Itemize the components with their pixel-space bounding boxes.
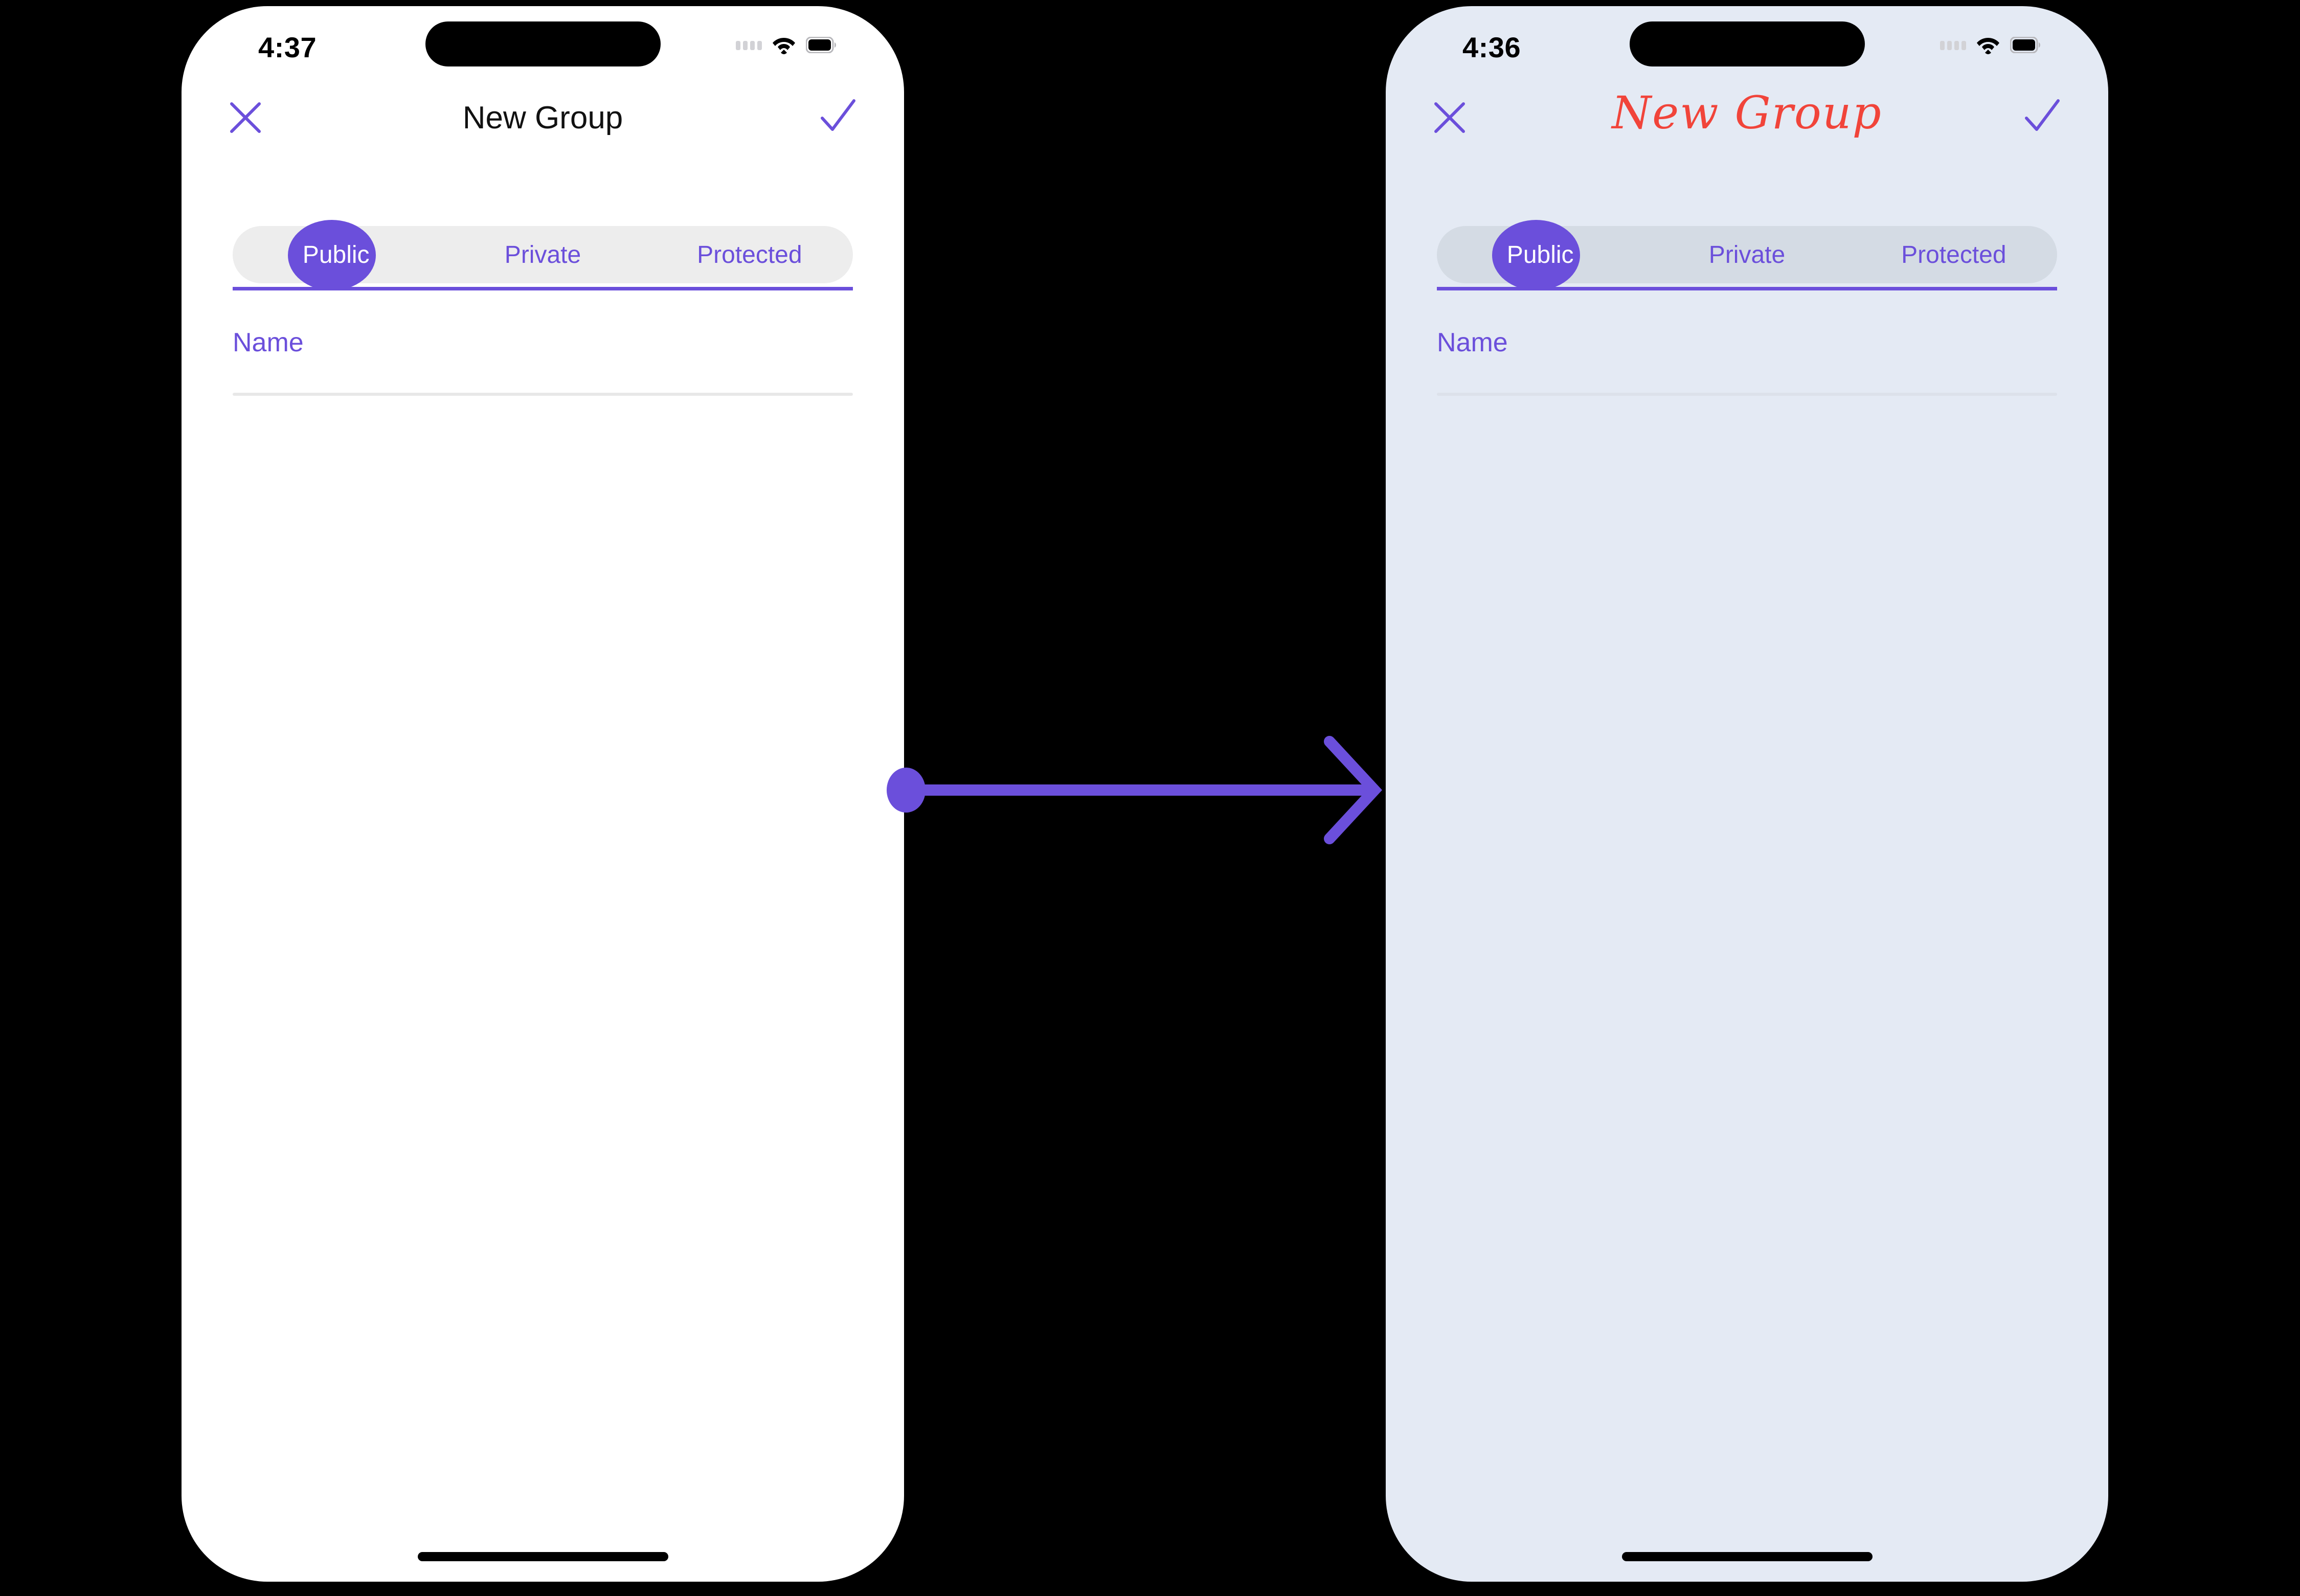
name-input-placeholder[interactable]: Name bbox=[233, 328, 304, 357]
segmented-control-underline bbox=[233, 287, 853, 290]
name-field[interactable]: Name bbox=[1437, 319, 2057, 396]
nav-bar: New Group bbox=[1386, 85, 2108, 152]
tab-public[interactable]: Public bbox=[1506, 241, 1574, 268]
home-indicator bbox=[1621, 1552, 1873, 1561]
name-input-placeholder[interactable]: Name bbox=[1437, 328, 1508, 357]
segmented-control[interactable]: Public Private Protected bbox=[233, 217, 853, 294]
nav-bar: New Group bbox=[182, 85, 904, 152]
arrow-head bbox=[1324, 736, 1382, 844]
dynamic-island bbox=[1629, 21, 1865, 66]
name-field[interactable]: Name bbox=[233, 319, 853, 396]
segmented-control-indicator bbox=[1492, 220, 1580, 290]
status-bar: 4:36 bbox=[1386, 6, 2108, 83]
tab-private[interactable]: Private bbox=[1708, 241, 1786, 268]
phone-screen-before: 4:37 New Group P bbox=[182, 6, 904, 1582]
segmented-control[interactable]: Public Private Protected bbox=[1437, 217, 2057, 294]
tab-protected[interactable]: Protected bbox=[1901, 241, 2006, 268]
wifi-icon bbox=[773, 38, 795, 54]
status-time: 4:36 bbox=[1462, 31, 1521, 63]
phone-screen-after: 4:36 New Group P bbox=[1386, 6, 2108, 1582]
dynamic-island bbox=[425, 21, 661, 66]
status-icons bbox=[736, 31, 838, 59]
status-time: 4:37 bbox=[258, 31, 317, 63]
tab-private[interactable]: Private bbox=[504, 241, 581, 268]
name-field-underline bbox=[1437, 393, 2057, 396]
cellular-dots-icon bbox=[736, 40, 762, 50]
segmented-control-underline bbox=[1437, 287, 2057, 290]
check-icon[interactable] bbox=[2021, 96, 2062, 137]
page-title: New Group bbox=[1612, 86, 1882, 139]
home-indicator bbox=[417, 1552, 668, 1561]
check-icon[interactable] bbox=[817, 96, 858, 137]
battery-icon bbox=[806, 37, 836, 53]
wifi-icon bbox=[1977, 38, 1999, 54]
segmented-control-indicator bbox=[288, 220, 376, 290]
tab-protected[interactable]: Protected bbox=[697, 241, 802, 268]
status-bar: 4:37 bbox=[182, 6, 904, 83]
transition-arrow bbox=[887, 736, 1382, 844]
page-title: New Group bbox=[462, 100, 623, 136]
close-icon[interactable] bbox=[1432, 100, 1468, 136]
status-icons bbox=[1940, 31, 2042, 59]
close-icon[interactable] bbox=[228, 100, 263, 136]
name-field-underline bbox=[233, 393, 853, 396]
battery-icon bbox=[2010, 37, 2040, 53]
tab-public[interactable]: Public bbox=[302, 241, 370, 268]
cellular-dots-icon bbox=[1940, 40, 1966, 50]
